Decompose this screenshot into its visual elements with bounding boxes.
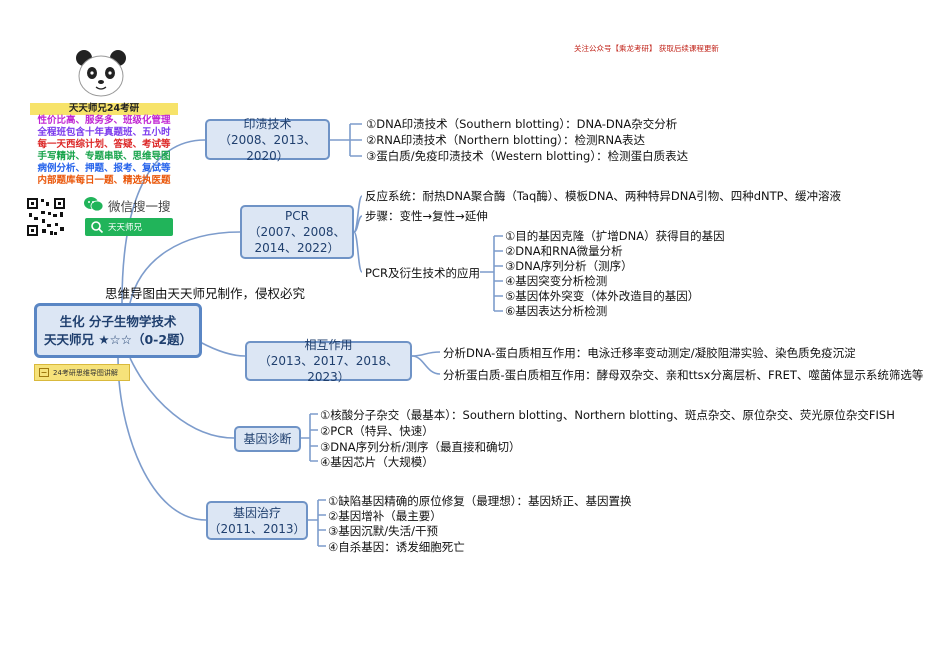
leaf-diagnosis-4: ④基因芯片（大规模） — [320, 455, 434, 469]
leaf-therapy-1: ①缺陷基因精确的原位修复（最理想）：基因矫正、基因置换 — [328, 494, 632, 508]
root-subtitle: 天天师兄 ★☆☆（0-2题） — [43, 331, 193, 347]
promo-line-6: 内部题库每日一题、精选执医题 — [37, 175, 171, 186]
search-icon — [91, 221, 104, 234]
branch-interaction-years: （2013、2017、2018、2023） — [258, 354, 399, 384]
leaf-pcr-app-2: ②DNA和RNA微量分析 — [505, 244, 623, 258]
lecture-badge: 24考研思维导图讲解 — [34, 364, 130, 381]
brand-promo-list: 性价比高、服务多、班级化管理 全程班包含十年真题班、五小时 每一天西综计划、答疑… — [28, 115, 180, 187]
root-title: 生化 分子生物学技术 — [59, 313, 177, 329]
branch-therapy-title: 基因治疗 — [232, 505, 281, 520]
branch-pcr: PCR （2007、2008、 2014、2022） — [240, 205, 354, 259]
promo-line-5: 病例分析、押题、报考、复试等 — [37, 163, 171, 174]
leaf-diagnosis-2: ②PCR（特异、快速） — [320, 424, 434, 438]
leaf-therapy-4: ④自杀基因：诱发细胞死亡 — [328, 540, 465, 554]
leaf-western: ③蛋白质/免疫印渍技术（Western blotting）：检测蛋白质表达 — [366, 149, 689, 163]
play-icon — [39, 368, 49, 377]
leaf-therapy-3: ③基因沉默/失活/干预 — [328, 524, 439, 538]
copyright-note: 思维导图由天天师兄制作，侵权必究 — [105, 286, 306, 301]
promo-line-2: 全程班包含十年真题班、五小时 — [37, 127, 171, 138]
leaf-pcr-app-5: ⑤基因体外突变（体外改造目的基因） — [505, 289, 700, 303]
leaf-diagnosis-1: ①核酸分子杂交（最基本）：Southern blotting、Northern … — [320, 408, 895, 422]
branch-blotting: 印渍技术 （2008、2013、2020） — [205, 116, 330, 163]
qr-code-icon — [26, 197, 66, 237]
badge-label: 24考研思维导图讲解 — [53, 368, 118, 377]
promo-line-1: 性价比高、服务多、班级化管理 — [37, 115, 171, 126]
branch-therapy: 基因治疗 （2011、2013） — [206, 501, 308, 540]
branch-therapy-years: （2011、2013） — [208, 521, 306, 536]
leaf-pcr-app-3: ③DNA序列分析（测序） — [505, 259, 633, 273]
promo-line-4: 手写精讲、专题串联、思维导图 — [37, 151, 171, 162]
leaf-therapy-2: ②基因增补（最主要） — [328, 509, 442, 523]
branch-interaction-title: 相互作用 — [304, 338, 353, 352]
leaf-pcr-steps: 步骤：变性→复性→延伸 — [365, 209, 488, 223]
root-node: 生化 分子生物学技术 天天师兄 ★☆☆（0-2题） — [34, 303, 202, 358]
promo-line-3: 每一天西综计划、答疑、考试等 — [37, 139, 171, 150]
search-box-label: 天天师兄 — [108, 223, 143, 233]
leaf-pcr-app-1: ①目的基因克隆（扩增DNA）获得目的基因 — [505, 229, 725, 243]
leaf-pcr-app-6: ⑥基因表达分析检测 — [505, 304, 608, 318]
top-note: 关注公众号【乘龙考研】 获取后续课程更新 — [574, 44, 719, 53]
branch-blotting-years: （2008、2013、2020） — [218, 132, 317, 163]
branch-diagnosis-title: 基因诊断 — [243, 432, 292, 446]
leaf-pcr-app-label: PCR及衍生技术的应用 — [365, 266, 480, 280]
branch-blotting-title: 印渍技术 — [243, 116, 292, 131]
leaf-northern: ②RNA印渍技术（Northern blotting）：检测RNA表达 — [366, 133, 646, 147]
branch-pcr-years-1: （2007、2008、 — [248, 225, 346, 239]
wechat-icon — [84, 197, 104, 212]
leaf-pcr-app-4: ④基因突变分析检测 — [505, 274, 608, 288]
leaf-pcr-system: 反应系统：耐热DNA聚合酶（Taq酶）、模板DNA、两种特异DNA引物、四种dN… — [365, 189, 842, 203]
search-box[interactable]: 天天师兄 — [85, 218, 173, 236]
branch-pcr-years-2: 2014、2022） — [254, 241, 340, 255]
leaf-dna-protein: 分析DNA-蛋白质相互作用：电泳迁移率变动测定/凝胶阻滞实验、染色质免疫沉淀 — [443, 346, 856, 360]
panda-logo-icon — [76, 50, 126, 97]
brand-title: 天天师兄24考研 — [30, 103, 178, 115]
branch-diagnosis: 基因诊断 — [234, 426, 301, 452]
branch-interaction: 相互作用 （2013、2017、2018、2023） — [245, 338, 412, 384]
branch-pcr-title: PCR — [285, 209, 309, 223]
leaf-southern: ①DNA印渍技术（Southern blotting）：DNA-DNA杂交分析 — [366, 117, 678, 131]
leaf-protein-protein: 分析蛋白质-蛋白质相互作用：酵母双杂交、亲和ttsx分离层析、FRET、噬菌体显… — [443, 368, 924, 382]
leaf-diagnosis-3: ③DNA序列分析/测序（最直接和确切） — [320, 440, 521, 454]
wechat-search-label: 微信搜一搜 — [108, 199, 171, 214]
